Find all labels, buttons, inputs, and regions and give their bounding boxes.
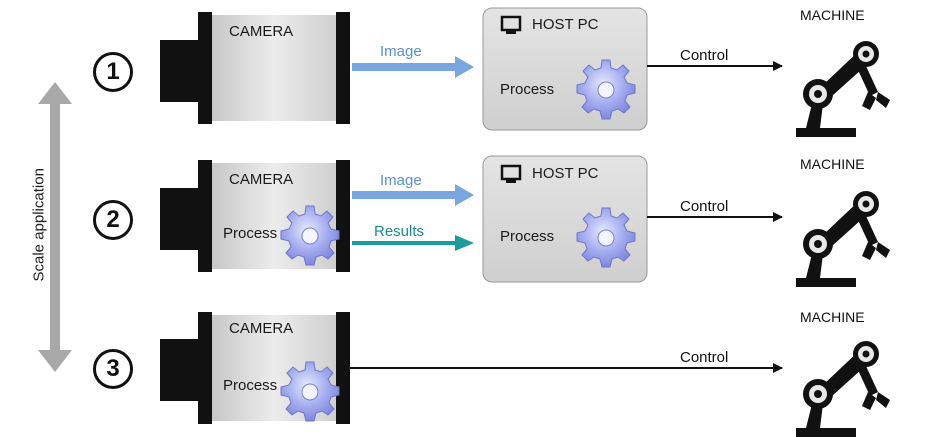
host-process-label-2: Process — [500, 228, 555, 245]
camera-3 — [160, 312, 350, 424]
robot-arm-icon — [796, 341, 890, 437]
robot-arm-icon — [796, 191, 890, 287]
image-arrow-1 — [352, 56, 474, 78]
machine-label-3: MACHINE — [800, 309, 865, 325]
row-number-1: 1 — [93, 52, 133, 92]
host-process-label-1: Process — [500, 81, 555, 98]
robot-arm-icon — [796, 41, 890, 137]
row-3 — [160, 312, 890, 437]
camera-title-1: CAMERA — [229, 23, 294, 40]
host-pc-title-2: HOST PC — [532, 165, 599, 182]
camera-title-3: CAMERA — [229, 320, 294, 337]
row-2 — [160, 155, 890, 287]
camera-1 — [160, 12, 350, 124]
machine-label-1: MACHINE — [800, 7, 865, 23]
image-arrow-label-2: Image — [380, 172, 422, 189]
gear-icon — [280, 361, 340, 422]
scale-arrow — [38, 82, 72, 372]
camera-2 — [160, 160, 350, 272]
host-pc-1 — [482, 7, 648, 131]
gear-icon — [576, 59, 636, 120]
machine-label-2: MACHINE — [800, 156, 865, 172]
control-label-1: Control — [680, 47, 729, 64]
camera-process-label-2: Process — [223, 225, 278, 242]
gear-icon — [280, 205, 340, 266]
row-number-3: 3 — [93, 349, 133, 389]
camera-process-label-3: Process — [223, 377, 278, 394]
host-pc-2 — [482, 155, 648, 283]
gear-icon — [576, 207, 636, 268]
control-label-3: Control — [680, 349, 729, 366]
results-arrow-label-2: Results — [374, 223, 425, 240]
host-pc-title-1: HOST PC — [532, 16, 599, 33]
image-arrow-label-1: Image — [380, 43, 422, 60]
camera-title-2: CAMERA — [229, 171, 294, 188]
results-arrow-2 — [352, 235, 474, 251]
image-arrow-2 — [352, 184, 474, 206]
monitor-icon — [500, 164, 522, 183]
monitor-icon — [500, 15, 522, 34]
scale-application-label: Scale application — [30, 168, 48, 282]
row-number-2: 2 — [93, 200, 133, 240]
control-label-2: Control — [680, 198, 729, 215]
row-1 — [160, 7, 890, 137]
